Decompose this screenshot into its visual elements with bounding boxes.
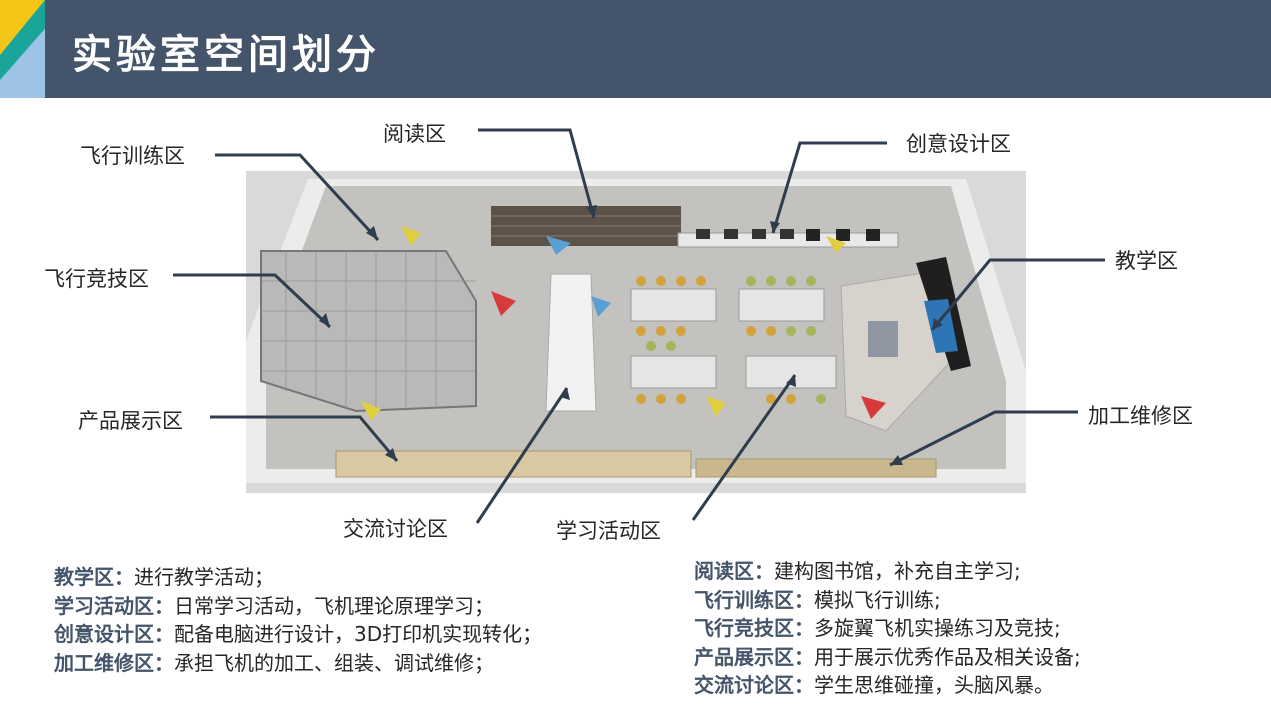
desc-key: 飞行训练区: [694, 587, 794, 612]
label-discussion: 交流讨论区: [343, 517, 448, 541]
page-title: 实验室空间划分: [72, 32, 380, 78]
study-table: [745, 355, 837, 389]
long-table: [545, 273, 597, 412]
desc-row: 飞行竞技区：多旋翼飞机实操练习及竞技;: [694, 616, 1061, 640]
study-table: [738, 288, 825, 322]
lectern: [868, 321, 898, 357]
lab-floor-plan: [246, 171, 1026, 493]
header-banner: 实验室空间划分: [0, 0, 1271, 98]
desc-key: 产品展示区: [694, 644, 794, 669]
desc-text: 进行教学活动；: [134, 565, 274, 589]
desc-key: 教学区: [54, 565, 114, 589]
descriptions-left: 教学区：进行教学活动； 学习活动区：日常学习活动，飞机理论原理学习； 创意设计区…: [54, 563, 542, 677]
desc-key: 交流讨论区: [694, 673, 794, 697]
desc-text: 模拟飞行训练;: [814, 587, 941, 612]
desc-key: 学习活动区: [54, 593, 154, 618]
label-study-activity: 学习活动区: [556, 519, 661, 543]
header-bar: [45, 0, 1271, 98]
desc-text: 多旋翼飞机实操练习及竞技;: [814, 616, 1061, 640]
desc-key: 阅读区: [694, 559, 754, 583]
desc-key: 飞行竞技区: [694, 616, 794, 640]
desc-text: 学生思维碰撞，头脑风暴。: [814, 673, 1054, 697]
study-table: [630, 355, 717, 389]
floor-plan-drawing: [246, 179, 1026, 483]
display-counter: [335, 450, 692, 478]
desc-row: 教学区：进行教学活动；: [54, 565, 274, 589]
label-reading: 阅读区: [383, 122, 446, 146]
desc-row: 交流讨论区：学生思维碰撞，头脑风暴。: [694, 673, 1054, 697]
desc-row: 学习活动区：日常学习活动，飞机理论原理学习；: [54, 593, 494, 618]
flight-cage: [260, 250, 477, 413]
descriptions-right: 阅读区：建构图书馆，补充自主学习; 飞行训练区：模拟飞行训练; 飞行竞技区：多旋…: [694, 557, 1081, 700]
desc-row: 加工维修区：承担飞机的加工、组装、调试维修；: [54, 650, 494, 675]
label-creative-design: 创意设计区: [906, 132, 1011, 156]
label-teaching: 教学区: [1115, 249, 1178, 273]
study-table: [630, 288, 717, 322]
desc-text: 承担飞机的加工、组装、调试维修；: [174, 650, 494, 675]
desc-text: 用于展示优秀作品及相关设备;: [814, 644, 1081, 669]
desc-row: 阅读区：建构图书馆，补充自主学习;: [694, 559, 1021, 583]
desc-text: 日常学习活动，飞机理论原理学习；: [174, 593, 494, 618]
desc-row: 飞行训练区：模拟飞行训练;: [694, 587, 941, 612]
desc-key: 创意设计区: [54, 622, 154, 646]
desc-key: 加工维修区: [54, 650, 154, 675]
desc-row: 创意设计区：配备电脑进行设计，3D打印机实现转化；: [54, 622, 543, 646]
label-flight-competition: 飞行竞技区: [44, 267, 149, 291]
desc-text: 建构图书馆，补充自主学习;: [774, 559, 1021, 583]
workbench: [695, 458, 937, 478]
desc-text: 配备电脑进行设计，3D打印机实现转化；: [174, 622, 543, 646]
label-flight-training: 飞行训练区: [80, 144, 185, 168]
desc-row: 产品展示区：用于展示优秀作品及相关设备;: [694, 644, 1081, 669]
label-maintenance: 加工维修区: [1088, 404, 1193, 428]
label-product-display: 产品展示区: [78, 409, 183, 433]
